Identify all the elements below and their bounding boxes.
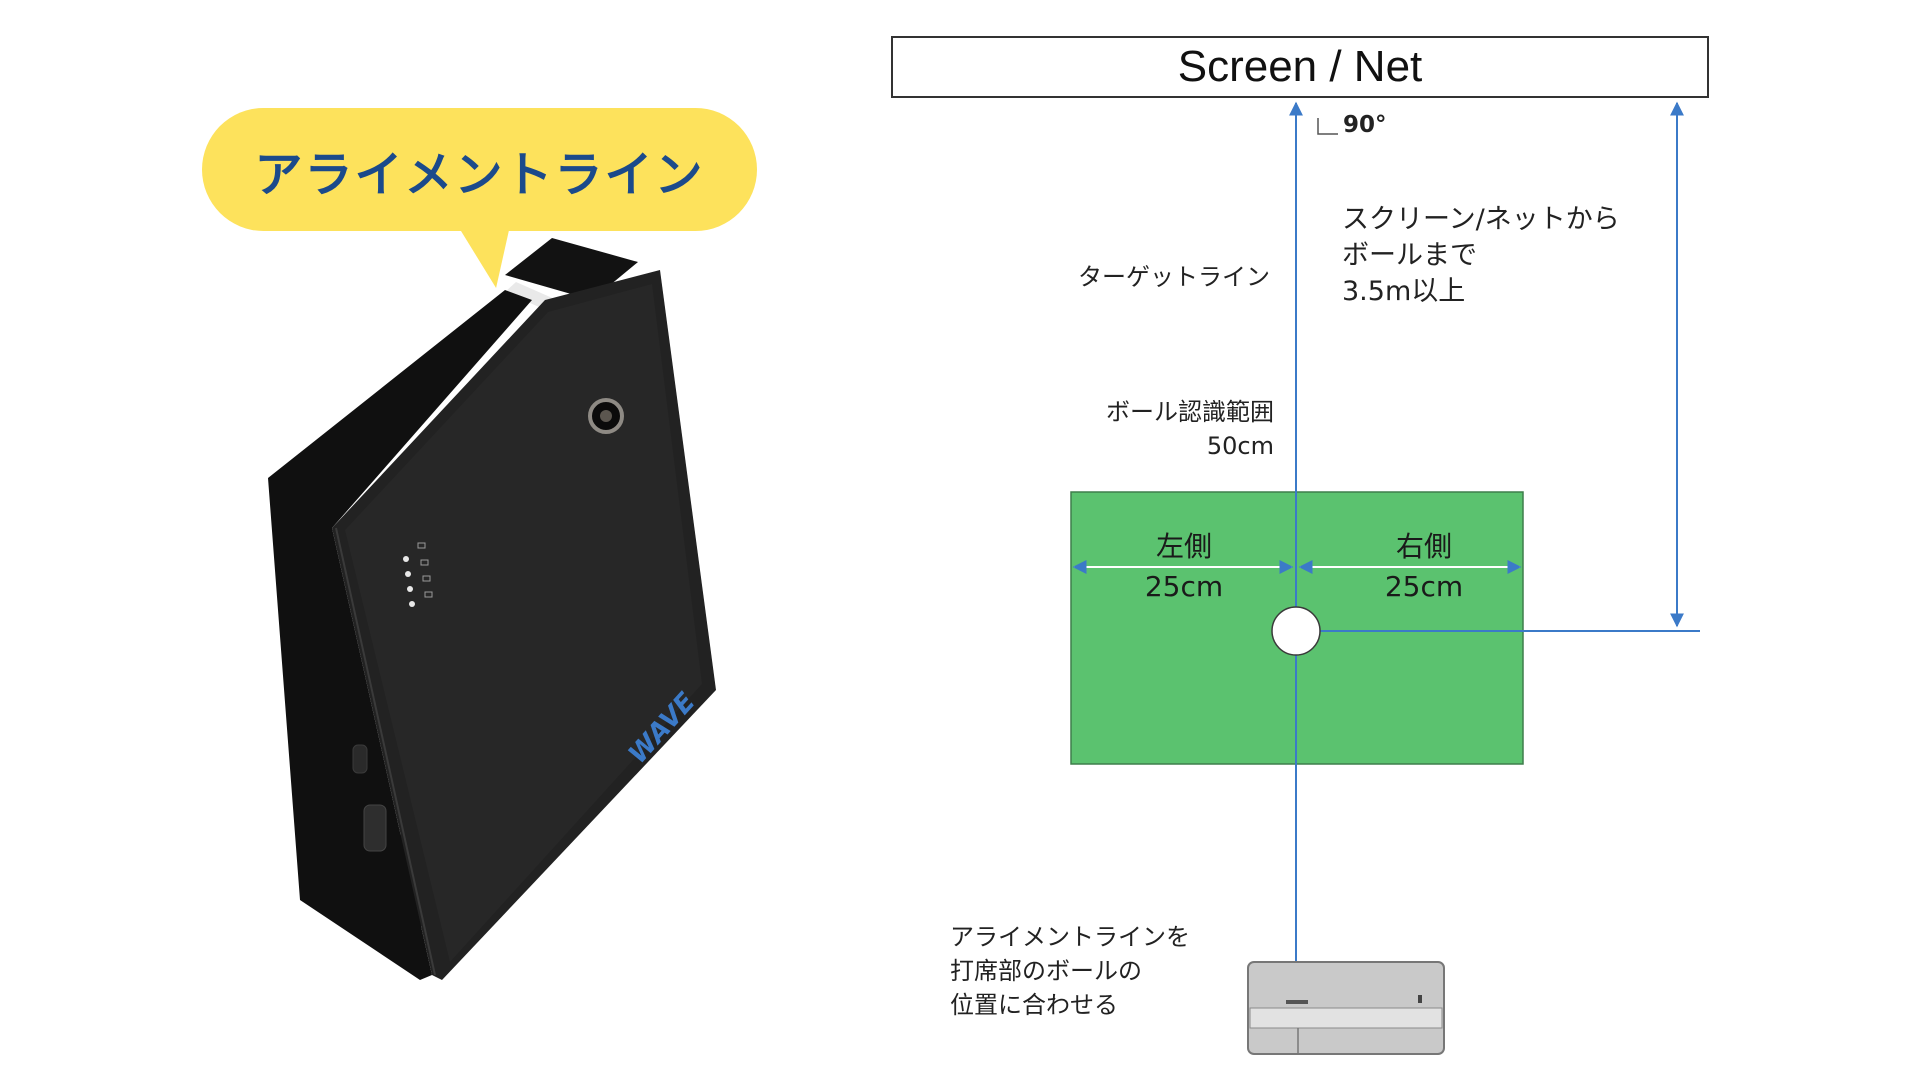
right-zone-label: 右側 25cm bbox=[1384, 530, 1464, 603]
ball bbox=[1271, 606, 1321, 656]
distance-label: スクリーン/ネットから ボールまで 3.5m以上 bbox=[1342, 204, 1620, 307]
angle-label: 90° bbox=[1343, 112, 1387, 138]
hitting-mat-strip bbox=[1249, 1007, 1443, 1029]
left-zone-label: 左側 25cm bbox=[1144, 530, 1224, 603]
right-angle-marker bbox=[1317, 118, 1338, 135]
side-port bbox=[363, 804, 387, 852]
camera-lens-inner bbox=[600, 410, 612, 422]
hitting-mat-mark bbox=[1286, 1000, 1308, 1004]
status-led bbox=[407, 586, 413, 592]
recognition-range-label: ボール認識範囲 50cm bbox=[1106, 398, 1274, 460]
hitting-mat-mark bbox=[1418, 995, 1422, 1003]
status-icon bbox=[424, 591, 433, 598]
status-led bbox=[403, 556, 409, 562]
target-line-label: ターゲットライン bbox=[1078, 263, 1270, 291]
device-front-highlight bbox=[345, 284, 702, 962]
status-led bbox=[405, 571, 411, 577]
status-icon bbox=[417, 542, 426, 549]
status-icon bbox=[422, 575, 431, 582]
side-button bbox=[352, 744, 368, 774]
device-seam bbox=[335, 527, 436, 976]
callout-text: アライメントライン bbox=[254, 146, 705, 203]
status-icon bbox=[420, 559, 429, 566]
callout-bubble: アライメントライン bbox=[202, 108, 757, 231]
screen-net-label: Screen / Net bbox=[1177, 42, 1423, 91]
device-side bbox=[268, 290, 532, 980]
status-led bbox=[409, 601, 415, 607]
screen-net-box: Screen / Net bbox=[891, 36, 1709, 98]
instruction-label: アライメントラインを 打席部のボールの 位置に合わせる bbox=[950, 923, 1190, 1019]
